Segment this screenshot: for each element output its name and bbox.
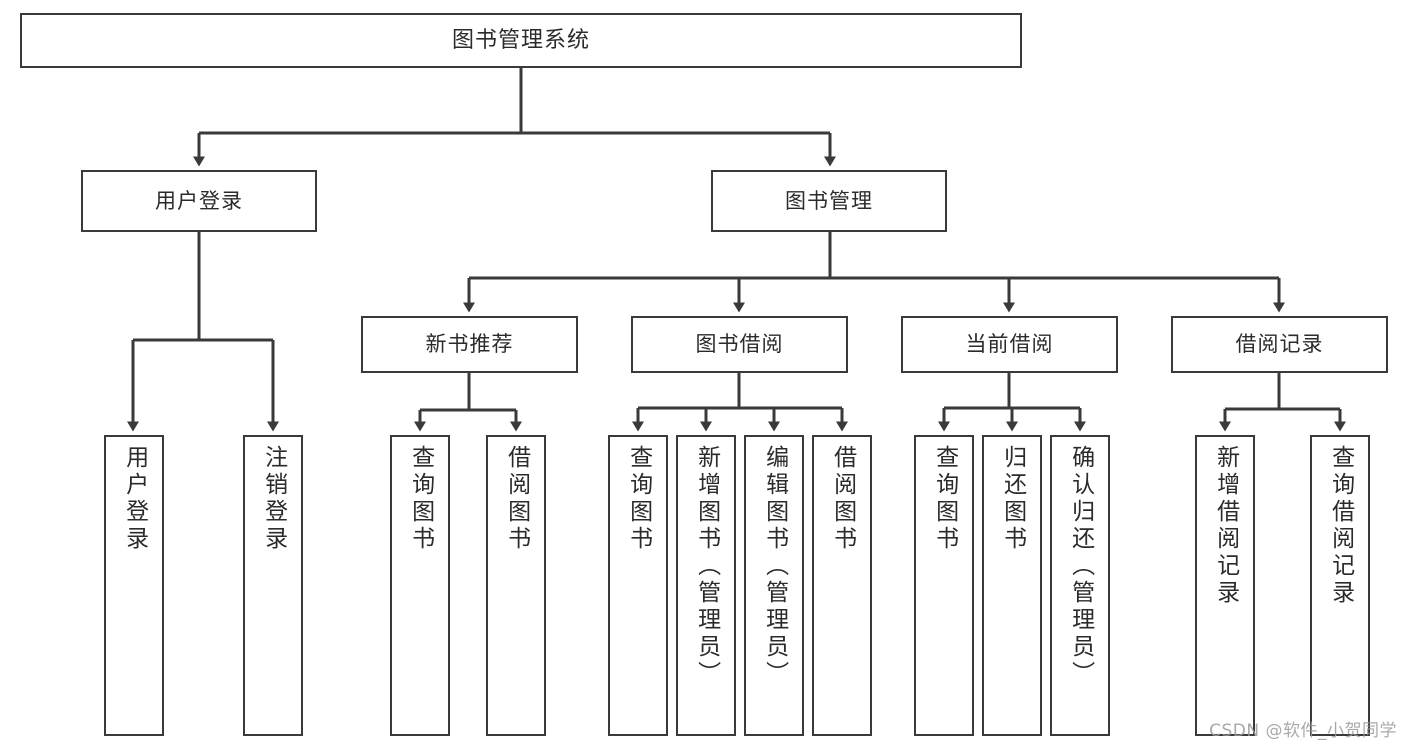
node-new-book-recommend[interactable]: 新书推荐: [361, 316, 578, 373]
leaf-return-book[interactable]: 归还图书: [982, 435, 1042, 736]
node-label: 归还图书: [999, 445, 1026, 553]
node-label: 查询图书: [625, 445, 652, 553]
node-book-management[interactable]: 图书管理: [711, 170, 947, 232]
node-label: 新书推荐: [425, 332, 514, 357]
node-user-login[interactable]: 用户登录: [81, 170, 317, 232]
node-label: 查询图书: [407, 445, 434, 553]
leaf-add-book-admin[interactable]: 新增图书（管理员）: [676, 435, 736, 736]
leaf-query-borrow-record[interactable]: 查询借阅记录: [1310, 435, 1370, 736]
node-root-system[interactable]: 图书管理系统: [20, 13, 1022, 68]
leaf-query-book-current[interactable]: 查询图书: [914, 435, 974, 736]
leaf-logout[interactable]: 注销登录: [243, 435, 303, 736]
node-label: 确认归还（管理员）: [1067, 445, 1094, 688]
node-label: 借阅图书: [829, 445, 856, 553]
node-label: 新增借阅记录: [1212, 445, 1239, 607]
node-current-borrow[interactable]: 当前借阅: [901, 316, 1118, 373]
leaf-query-book-borrow[interactable]: 查询图书: [608, 435, 668, 736]
node-borrow-record[interactable]: 借阅记录: [1171, 316, 1388, 373]
node-label: 新增图书（管理员）: [693, 445, 720, 688]
node-label: 查询借阅记录: [1327, 445, 1354, 607]
node-book-borrow[interactable]: 图书借阅: [631, 316, 848, 373]
leaf-borrow-book[interactable]: 借阅图书: [812, 435, 872, 736]
node-label: 当前借阅: [965, 332, 1054, 357]
node-label: 查询图书: [931, 445, 958, 553]
leaf-confirm-return-admin[interactable]: 确认归还（管理员）: [1050, 435, 1110, 736]
watermark: CSDN @软件_小贺同学: [1209, 721, 1397, 741]
node-label: 用户登录: [121, 445, 148, 553]
node-label: 用户登录: [155, 188, 243, 213]
node-label: 图书管理系统: [451, 27, 590, 53]
leaf-user-login[interactable]: 用户登录: [104, 435, 164, 736]
leaf-query-book-recommend[interactable]: 查询图书: [390, 435, 450, 736]
leaf-borrow-book-recommend[interactable]: 借阅图书: [486, 435, 546, 736]
node-label: 图书管理: [785, 188, 873, 213]
node-label: 借阅图书: [503, 445, 530, 553]
node-label: 图书借阅: [695, 332, 784, 357]
node-label: 编辑图书（管理员）: [761, 445, 788, 688]
leaf-add-borrow-record[interactable]: 新增借阅记录: [1195, 435, 1255, 736]
node-label: 借阅记录: [1235, 332, 1324, 357]
leaf-edit-book-admin[interactable]: 编辑图书（管理员）: [744, 435, 804, 736]
node-label: 注销登录: [260, 445, 287, 553]
